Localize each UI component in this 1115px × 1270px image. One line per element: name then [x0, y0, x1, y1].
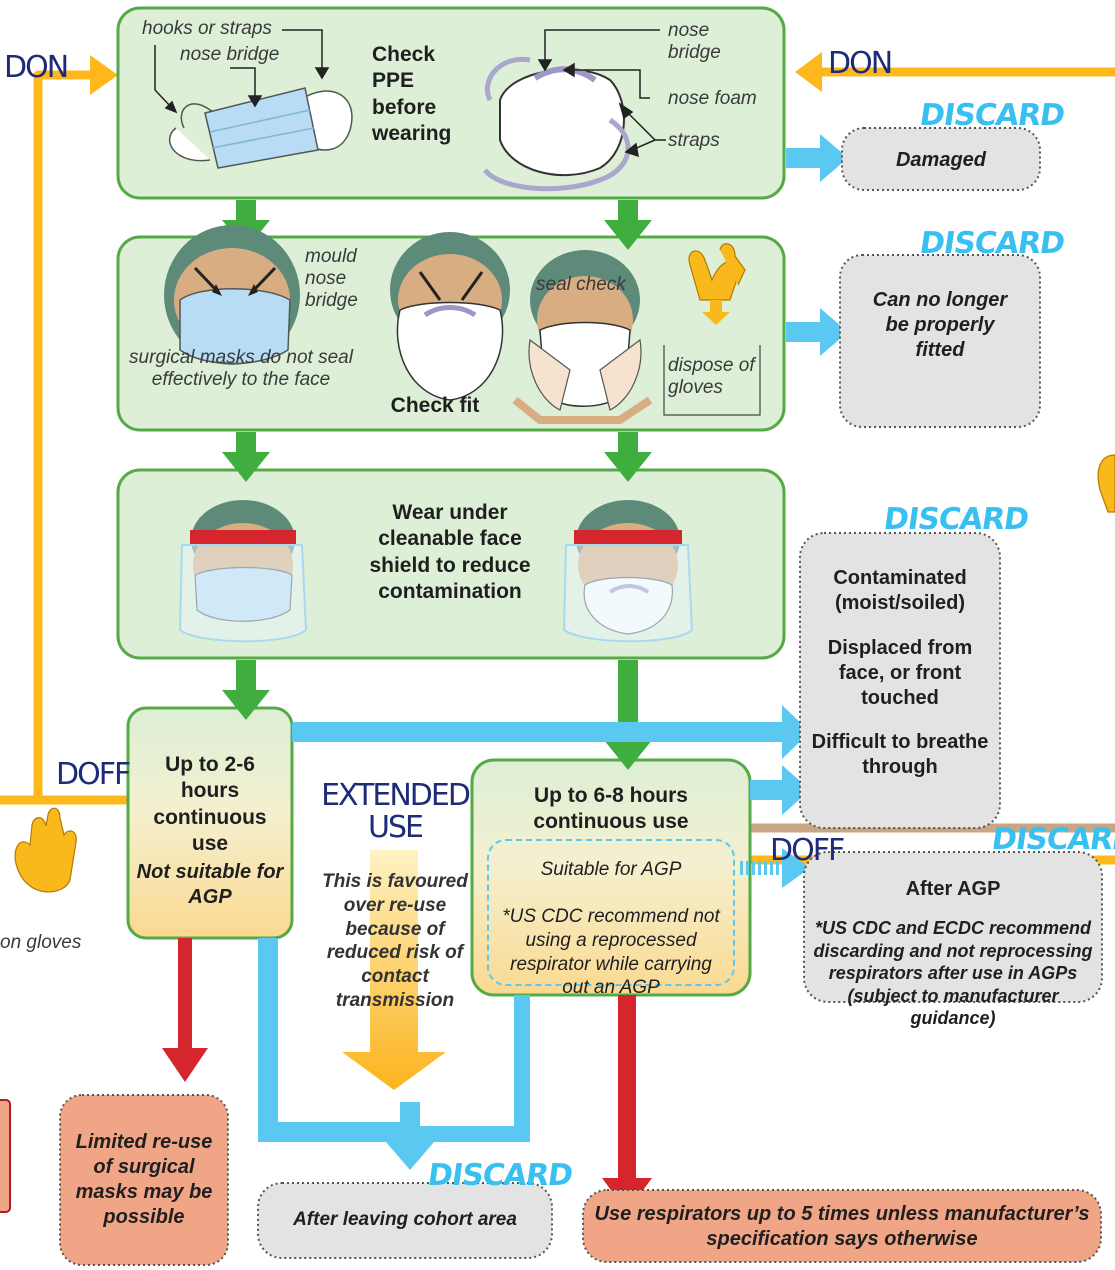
don-left-arrowhead	[90, 55, 118, 95]
discard-label-damaged: DISCARD	[917, 98, 1067, 133]
arrow-3-surgical	[222, 660, 270, 720]
doff-label-left: DOFF	[56, 757, 131, 792]
contaminated-text: Contaminated (moist/soiled)	[833, 567, 967, 614]
arrow-2-3-left	[222, 432, 270, 482]
left-gloves-label: on gloves	[0, 932, 82, 953]
after-agp-title: After AGP	[905, 878, 1001, 900]
difficult-text: Difficult to breathe through	[811, 731, 989, 778]
respirator-use-box	[470, 758, 752, 997]
red-arrow-surgical	[162, 938, 208, 1082]
arrow-surgical-cohort	[258, 938, 434, 1170]
discard-label-agp: DISCARD	[989, 822, 1115, 857]
surgical-duration: Up to 2-6 hours continuous use	[153, 753, 267, 855]
extended-use-note: This is favoured over re-use because of …	[322, 871, 468, 1011]
surgical-not-for-agp: Not suitable for AGP	[136, 861, 284, 908]
discard-label-contaminated: DISCARD	[881, 502, 1031, 537]
surgical-reuse-text: Limited re-use of surgical masks may be …	[75, 1131, 213, 1228]
label-hooks-or-straps: hooks or straps	[142, 18, 272, 39]
respirator-duration: Up to 6-8 hours continuous use	[533, 784, 689, 834]
don-label-left: DON	[4, 50, 69, 85]
left-glove-illustration	[14, 807, 77, 893]
discard-label-cohort: DISCARD	[425, 1158, 575, 1193]
displaced-text: Displaced from face, or front touched	[827, 637, 973, 709]
label-mould-nose-bridge: mould nose bridge	[305, 246, 358, 311]
arrow-cannot-fit	[786, 308, 848, 356]
cannot-fit-box	[839, 254, 1041, 428]
arrow-1-2-right	[604, 200, 652, 250]
reuse-boxes	[59, 1094, 1102, 1266]
label-nose-bridge-right: nose bridge	[668, 20, 721, 63]
extended-use-title: EXTENDED USE	[312, 780, 478, 843]
contaminated-box	[799, 532, 1001, 829]
cannot-fit-text: Can no longer be properly fitted	[872, 289, 1008, 361]
discard-boxes	[257, 127, 1103, 1259]
gloves-dispose-illustration	[663, 243, 761, 416]
blue-arrows	[258, 134, 848, 1170]
extended-use-arrow	[342, 850, 446, 1090]
arrow-surgical-discard	[292, 705, 810, 759]
don-right-arrowhead	[795, 52, 822, 92]
arrow-3-respirator	[604, 660, 652, 770]
label-straps: straps	[668, 130, 720, 151]
doff-label-right: DOFF	[770, 833, 845, 868]
left-edge-red-box	[0, 1099, 11, 1213]
damaged-text: Damaged	[895, 149, 987, 171]
after-agp-note: *US CDC and ECDC recommend discarding an…	[813, 918, 1093, 1028]
red-arrows	[162, 938, 652, 1212]
don-label-right: DON	[828, 46, 893, 81]
face-shield-respirator	[562, 500, 694, 643]
arrow-damaged	[786, 134, 848, 182]
extended-use-line2: USE	[368, 809, 424, 845]
green-arrows	[222, 200, 652, 770]
surgical-use-box	[126, 706, 294, 940]
step2-title: Check fit	[390, 394, 480, 417]
face-shield-surgical	[178, 500, 308, 643]
label-nose-foam: nose foam	[668, 88, 757, 109]
after-cohort-box	[257, 1182, 553, 1259]
after-cohort-text: After leaving cohort area	[293, 1209, 517, 1230]
after-agp-box	[803, 851, 1103, 1003]
blue-dotted-agp-arrow	[740, 848, 810, 888]
face-respirator-fit	[390, 232, 510, 401]
arrow-2-3-right	[604, 432, 652, 482]
label-dispose-of-gloves: dispose of gloves	[668, 355, 755, 398]
face-seal-check	[512, 250, 653, 424]
label-surgical-no-seal: surgical masks do not seal effectively t…	[129, 347, 353, 390]
arrow-respirator-discard	[750, 765, 810, 815]
respirator-pointer-lines	[537, 29, 666, 158]
label-nose-bridge-left: nose bridge	[180, 44, 280, 65]
discard-label-fit: DISCARD	[917, 226, 1067, 261]
respirator-cdc-note: *US CDC recommend not using a reprocesse…	[502, 906, 720, 999]
damaged-box	[841, 127, 1041, 191]
step1-title: Check PPE before wearing	[372, 43, 452, 145]
extended-use-line1: EXTENDED	[321, 778, 471, 813]
surgical-reuse-box	[59, 1094, 229, 1266]
face-surgical-fit	[164, 225, 300, 365]
agp-dashed-box	[487, 839, 735, 986]
surgical-mask-illustration	[168, 87, 353, 169]
step3-title: Wear under cleanable face shield to redu…	[369, 501, 531, 603]
label-seal-check: seal check	[536, 274, 626, 295]
surgical-mask-pointer-lines	[154, 29, 330, 114]
respirator-suitable-agp: Suitable for AGP	[540, 859, 682, 880]
arrow-1-2-left	[222, 200, 270, 250]
right-edge-glove	[1097, 454, 1115, 513]
respirator-reuse-box	[582, 1189, 1102, 1263]
arrow-respirator-cohort	[420, 995, 530, 1142]
respirator-reuse-text: Use respirators up to 5 times unless man…	[594, 1203, 1090, 1250]
red-arrow-respirator	[602, 995, 652, 1212]
